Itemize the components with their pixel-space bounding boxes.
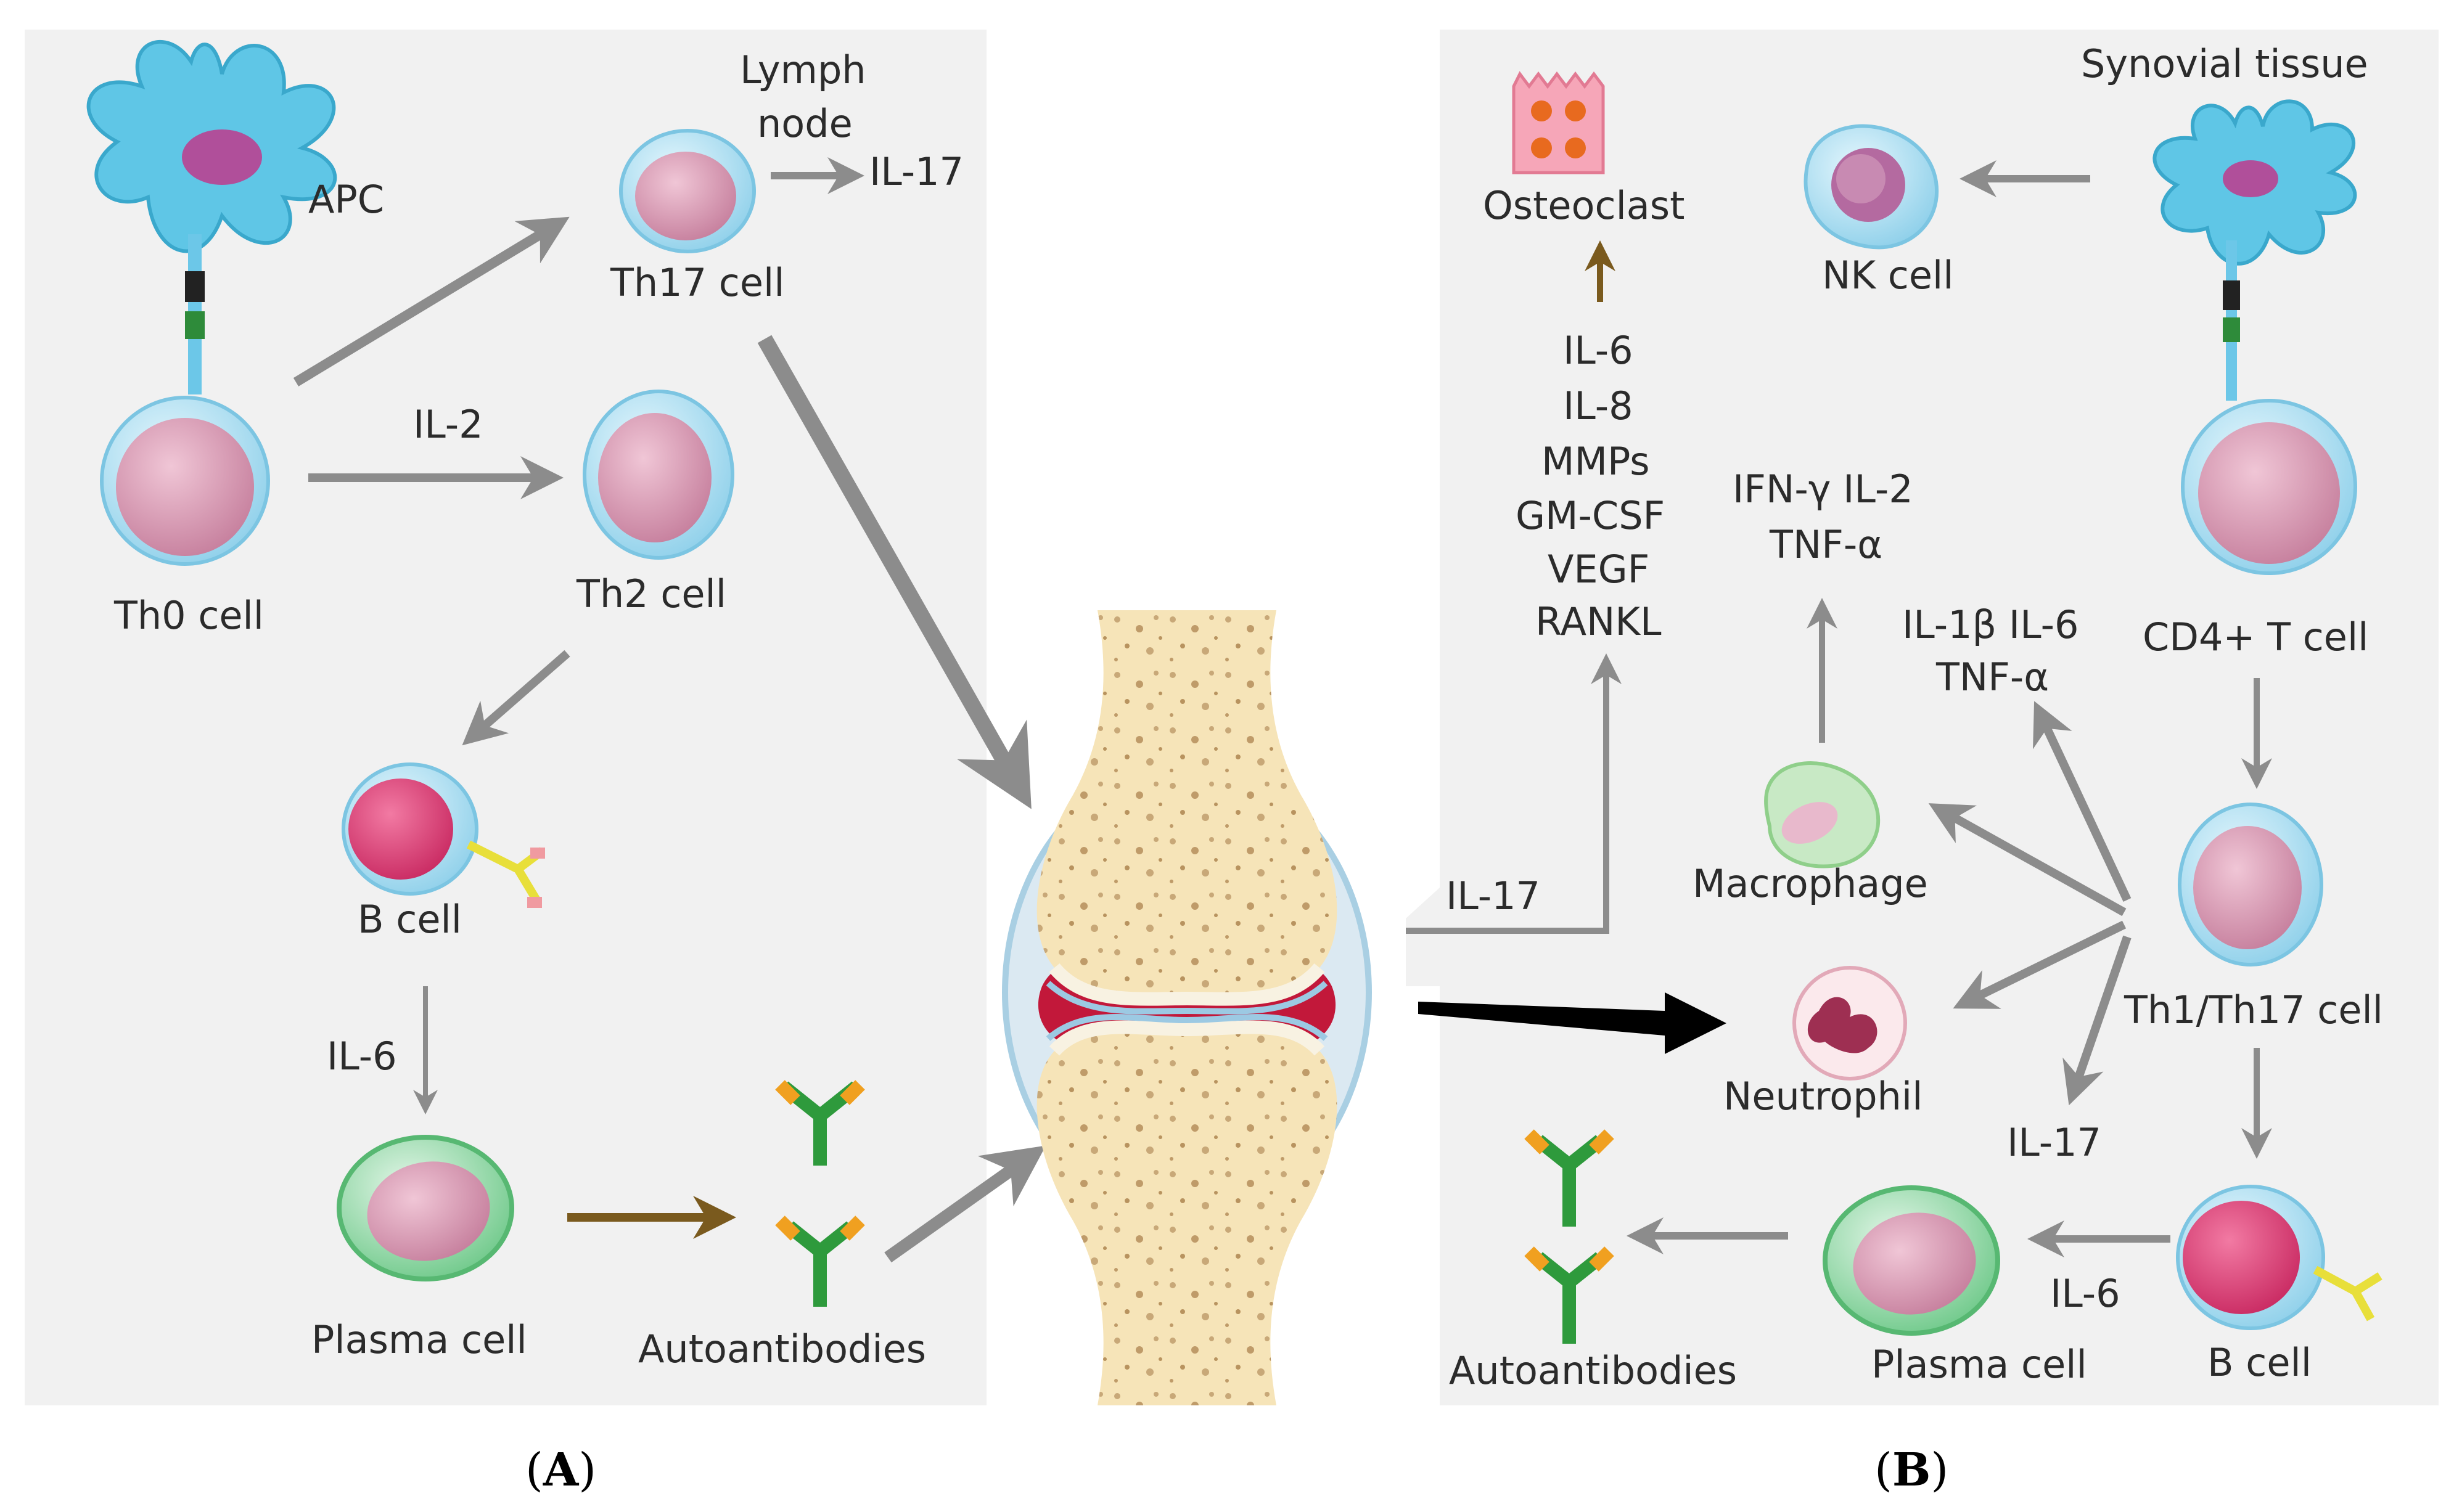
b-cell-b	[2176, 1185, 2382, 1330]
arrow-joint-to-cytokines	[1406, 653, 1622, 934]
il6-label-b: IL-6	[2050, 1271, 2120, 1316]
th1-th17-cell	[2178, 803, 2323, 966]
plasma-cell-b-label: Plasma cell	[1871, 1342, 2087, 1387]
mhc-complex	[2223, 280, 2240, 310]
synovial-tissue-label: Synovial tissue	[2081, 41, 2368, 86]
b-cell-b-label: B cell	[2207, 1340, 2312, 1385]
th17-label: Th17 cell	[610, 260, 784, 305]
cytokine-gmcsf: GM-CSF	[1516, 493, 1665, 538]
arrow-th1th17-to-il1b	[2033, 701, 2132, 902]
arrow-th1th17-to-il17	[2062, 935, 2132, 1106]
cytokine-il8: IL-8	[1563, 383, 1633, 428]
th0-cell	[100, 396, 270, 566]
joint-illustration	[1002, 610, 1372, 1405]
antibody-icon	[1524, 1246, 1614, 1344]
il17-right-label: IL-17	[2007, 1120, 2101, 1165]
tcr-complex	[185, 311, 205, 339]
cytokine-mmps: MMPs	[1541, 439, 1650, 484]
antibody-icon	[775, 1080, 865, 1166]
il6-label-a: IL-6	[327, 1034, 397, 1079]
il17-left-label: IL-17	[1446, 873, 1540, 918]
macrophage-cell	[1764, 761, 1881, 868]
mhc-complex	[185, 271, 205, 302]
plasma-cell-a-label: Plasma cell	[311, 1317, 527, 1362]
arrow-th17-to-joint	[757, 335, 1032, 809]
cytokine-rankl: RANKL	[1535, 599, 1662, 644]
th0-label: Th0 cell	[113, 593, 264, 638]
macrophage-label: Macrophage	[1693, 861, 1928, 906]
dendritic-cell-b	[2152, 99, 2357, 266]
th17-cell	[619, 129, 756, 253]
il1b-il6-label: IL-1β IL-6	[1902, 602, 2079, 647]
autoantibodies-a-label: Autoantibodies	[638, 1326, 926, 1371]
cd4-t-cell	[2181, 399, 2357, 575]
b-cell-a-label: B cell	[358, 897, 462, 942]
panel-b-background	[1406, 30, 2439, 1405]
osteoclast-cell	[1512, 71, 1605, 174]
plasma-cell-b	[1823, 1185, 2000, 1336]
ifn-il2-label: IFN-γ IL-2	[1733, 467, 1913, 512]
th2-cell	[583, 390, 734, 560]
arrow-th1th17-to-macrophage	[1928, 803, 2127, 917]
il2-label: IL-2	[413, 402, 483, 447]
panel-a-letter: (A)	[525, 1444, 596, 1497]
arrow-joint-to-panel-b	[1418, 992, 1726, 1054]
lymph-node-line2: node	[757, 101, 853, 146]
cytokine-il6: IL-6	[1563, 328, 1633, 373]
arrow-th0-to-th17	[293, 216, 570, 386]
cd4-t-cell-label: CD4+ T cell	[2143, 615, 2368, 660]
apc-label: APC	[308, 177, 384, 222]
ifn-tnf-label: TNF-α	[1769, 522, 1882, 567]
neutrophil-cell	[1792, 966, 1907, 1081]
il17-label-a: IL-17	[869, 149, 964, 194]
panel-b-letter: (B)	[1874, 1444, 1948, 1497]
osteoclast-label: Osteoclast	[1483, 183, 1685, 228]
plasma-cell-a	[337, 1135, 514, 1281]
arrow-antibodies-to-joint	[884, 1145, 1046, 1263]
tcr-complex	[2223, 317, 2240, 342]
nk-cell	[1804, 124, 1939, 250]
arrow-th2-to-bcell	[462, 650, 570, 746]
lymph-node-line1: Lymph	[740, 47, 866, 92]
arrow-th1th17-to-neutrophil	[1953, 920, 2127, 1009]
th2-label: Th2 cell	[576, 571, 726, 616]
th1-th17-label: Th1/Th17 cell	[2124, 987, 2383, 1032]
neutrophil-label: Neutrophil	[1723, 1074, 1923, 1119]
antibody-icon	[1524, 1129, 1614, 1227]
autoantibodies-b-label: Autoantibodies	[1449, 1348, 1737, 1393]
il1b-tnf-label: TNF-α	[1935, 655, 2049, 700]
cytokine-vegf: VEGF	[1548, 547, 1649, 592]
nk-cell-label: NK cell	[1822, 253, 1953, 298]
antibody-icon	[775, 1216, 865, 1307]
b-cell-a	[342, 762, 546, 908]
apc-dendritic-cell	[86, 40, 337, 253]
